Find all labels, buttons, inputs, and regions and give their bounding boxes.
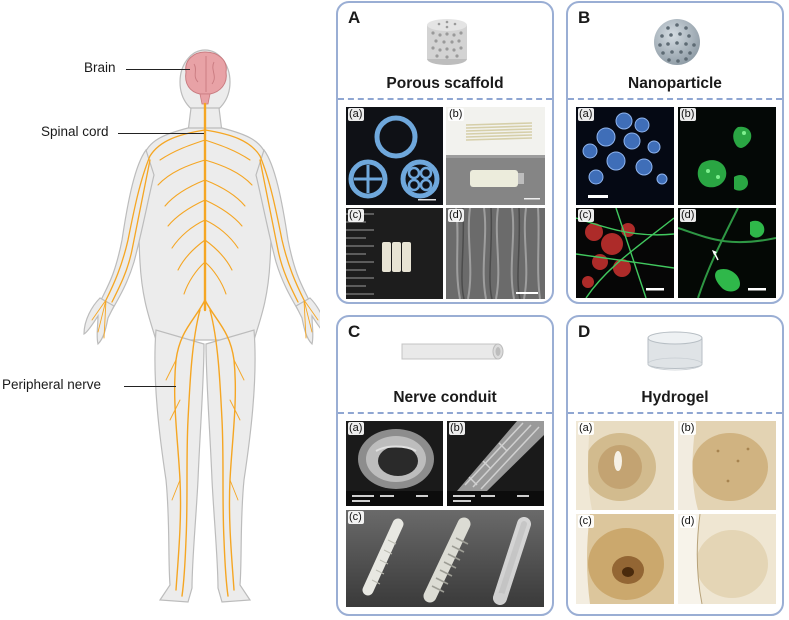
panel-hydrogel: D Hydrogel (a) (b) (c) bbox=[566, 315, 784, 616]
panel-title-porous-scaffold: Porous scaffold bbox=[386, 75, 504, 92]
nanoparticle-axon-image: (d) bbox=[678, 208, 776, 298]
conduit-surface-sem-image: (b) bbox=[447, 421, 544, 506]
nanoparticle-cells-image: (a) bbox=[576, 107, 674, 205]
conduit-lumen-sem-image: (a) bbox=[346, 421, 443, 506]
nanoparticle-neuron-image: (c) bbox=[576, 208, 674, 298]
sub-label-d: (d) bbox=[448, 209, 465, 222]
sub-label-d: (d) bbox=[680, 209, 697, 222]
panel-letter-c: C bbox=[348, 322, 361, 341]
panel-letter-b: B bbox=[578, 8, 591, 27]
scaffold-fiber-bundle-image: (b) bbox=[446, 107, 545, 205]
hydrogel-tissue-image-d: (d) bbox=[678, 514, 776, 604]
brain-label: Brain bbox=[84, 60, 116, 75]
panel-divider bbox=[568, 412, 782, 414]
spinal-cord-leader-line bbox=[118, 133, 204, 135]
panel-title-nanoparticle: Nanoparticle bbox=[628, 75, 722, 92]
panel-nerve-conduit: C Nerve conduit (a) (b) bbox=[336, 315, 554, 616]
nerve-conduit-icon bbox=[401, 343, 504, 360]
sub-label-b: (b) bbox=[680, 422, 697, 435]
nanoparticle-green-fluorescence-image: (b) bbox=[678, 107, 776, 205]
panel-divider bbox=[568, 98, 782, 100]
spinal-cord-label: Spinal cord bbox=[41, 124, 109, 139]
conduit-photos-image: (c) bbox=[346, 510, 544, 607]
panel-divider bbox=[338, 98, 552, 100]
panel-title-nerve-conduit: Nerve conduit bbox=[393, 389, 497, 406]
sub-label-c: (c) bbox=[578, 515, 594, 528]
sub-label-a: (a) bbox=[348, 108, 365, 121]
scaffold-rings-graphic bbox=[348, 115, 440, 201]
brain-leader-line bbox=[126, 69, 190, 71]
scaffold-ruler-image: (c) bbox=[346, 208, 443, 299]
sub-label-c: (c) bbox=[578, 209, 594, 222]
sub-label-a: (a) bbox=[348, 422, 365, 435]
sub-label-a: (a) bbox=[578, 422, 595, 435]
nervous-system bbox=[91, 102, 319, 597]
sub-label-b: (b) bbox=[449, 422, 466, 435]
nanoparticle-icon bbox=[654, 19, 700, 65]
hydrogel-tissue-image-b: (b) bbox=[678, 421, 776, 510]
panel-divider bbox=[338, 412, 552, 414]
peripheral-nerve-label: Peripheral nerve bbox=[2, 377, 102, 392]
panel-letter-a: A bbox=[348, 8, 361, 27]
panel-title-hydrogel: Hydrogel bbox=[641, 389, 709, 406]
sub-label-b: (b) bbox=[448, 108, 465, 121]
scaffold-sem-image: (d) bbox=[446, 208, 545, 299]
human-body-illustration bbox=[83, 49, 320, 603]
sub-label-a: (a) bbox=[578, 108, 595, 121]
porous-scaffold-icon bbox=[427, 19, 467, 65]
scaffold-cross-section-image: (a) bbox=[346, 107, 443, 205]
hydrogel-tissue-image-c: (c) bbox=[576, 514, 674, 604]
sub-label-d: (d) bbox=[680, 515, 697, 528]
panel-porous-scaffold: A Porous scaffold (a) bbox=[336, 1, 554, 304]
hydrogel-icon bbox=[647, 331, 703, 371]
sub-label-c: (c) bbox=[348, 511, 364, 524]
panel-nanoparticle: B Nanoparticle (a) (b) bbox=[566, 1, 784, 304]
sub-label-b: (b) bbox=[680, 108, 697, 121]
fiber-bundle-bottom-panel bbox=[446, 158, 545, 205]
sub-label-c: (c) bbox=[348, 209, 364, 222]
brain-shape bbox=[185, 51, 227, 105]
peripheral-nerve-leader-line bbox=[124, 386, 176, 388]
panel-letter-d: D bbox=[578, 322, 591, 341]
hydrogel-tissue-image-a: (a) bbox=[576, 421, 674, 510]
